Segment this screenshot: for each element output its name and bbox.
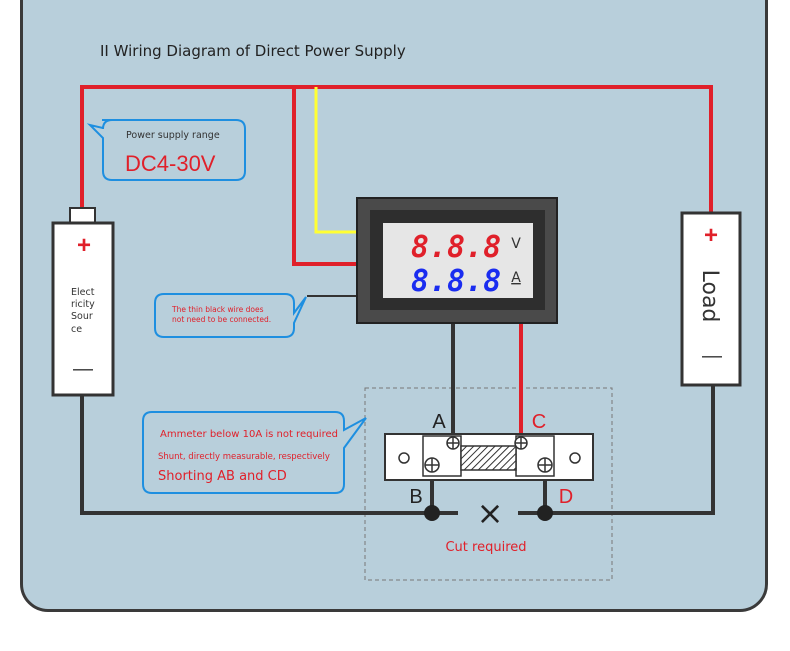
shunt xyxy=(384,433,594,481)
diagram-title: II Wiring Diagram of Direct Power Supply xyxy=(100,42,406,60)
load-label: Load xyxy=(697,270,722,323)
power-supply-bubble xyxy=(86,119,246,181)
ammeter-note-line-3: Shorting AB and CD xyxy=(158,469,287,484)
battery-label-line-4: ce xyxy=(71,324,82,335)
cut-mark-icon: × xyxy=(477,494,504,532)
junction-d-dot xyxy=(537,505,553,521)
negative-wire-right xyxy=(518,385,715,515)
power-range-value: DC4-30V xyxy=(125,151,216,176)
battery-label-line-1: Elect xyxy=(71,287,95,298)
load-box xyxy=(680,211,742,387)
ammeter-note-bubble xyxy=(142,411,367,494)
shunt-mount-hole-left xyxy=(398,452,410,464)
terminal-b-label: B xyxy=(409,486,422,508)
main-positive-wire xyxy=(80,85,713,212)
shunt-resistor xyxy=(460,445,517,471)
current-digits: 8.8.8 xyxy=(411,264,501,299)
terminal-d-label: D xyxy=(559,486,573,508)
battery-label-line-2: ricity xyxy=(71,299,95,310)
terminal-c-label: C xyxy=(532,411,546,433)
negative-wire-left xyxy=(80,394,458,515)
junction-b-dot xyxy=(424,505,440,521)
current-unit: A xyxy=(511,270,521,286)
load-plus-sign: + xyxy=(704,222,718,249)
battery-plus-sign: + xyxy=(77,232,91,259)
meter-power-wire xyxy=(292,87,357,266)
terminal-a-label: A xyxy=(432,411,446,433)
cut-required-label: Cut required xyxy=(445,540,526,555)
shunt-mount-hole-right xyxy=(569,452,581,464)
shunt-region-outline xyxy=(364,387,613,581)
yellow-wire xyxy=(314,87,357,234)
thin-wire-bubble xyxy=(154,293,307,338)
battery-label-line-3: Sour xyxy=(71,311,93,322)
voltage-unit: V xyxy=(511,236,521,252)
load-minus-sign: — xyxy=(702,345,722,367)
ammeter-note-line-1: Ammeter below 10A is not required xyxy=(160,429,338,440)
ammeter-note-line-2: Shunt, directly measurable, respectively xyxy=(158,452,330,462)
meter xyxy=(356,197,558,324)
thin-wire-note-line-1: The thin black wire does xyxy=(171,305,264,314)
battery xyxy=(51,207,115,397)
power-range-label: Power supply range xyxy=(126,130,220,141)
voltage-digits: 8.8.8 xyxy=(411,230,501,265)
thin-wire-note-line-2: not need to be connected. xyxy=(172,315,271,324)
battery-minus-sign: — xyxy=(73,358,93,380)
